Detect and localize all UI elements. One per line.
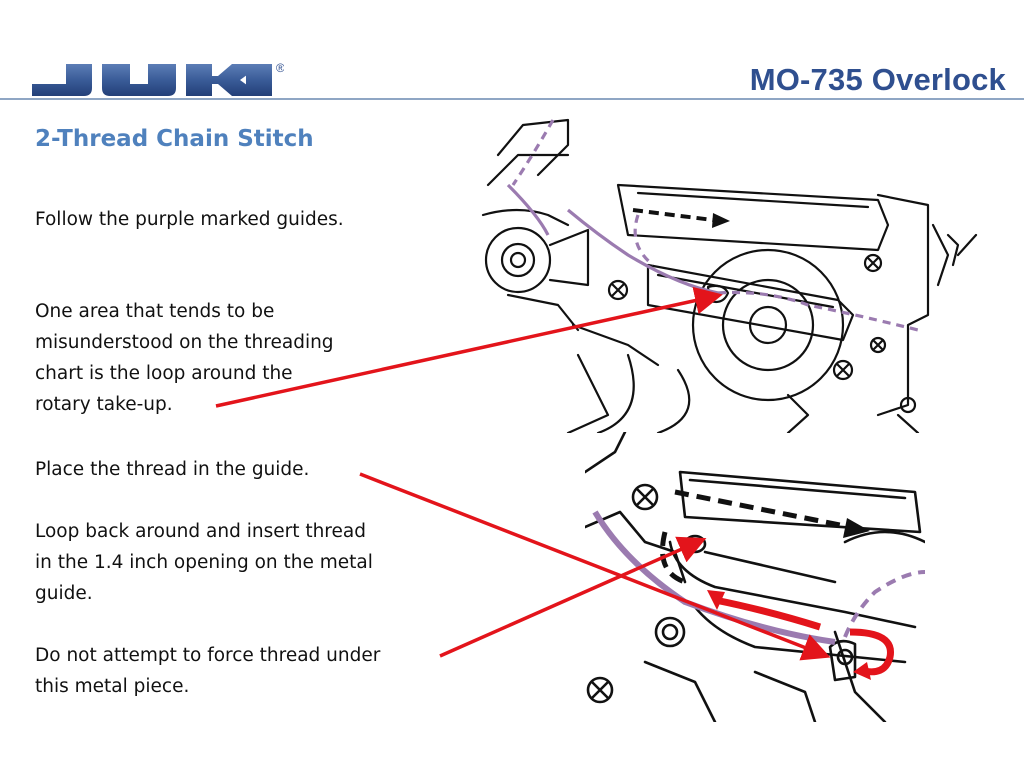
- header-title: MO-735 Overlock: [749, 62, 1006, 97]
- instruction-paragraph: Place the thread in the guide.: [35, 459, 310, 480]
- registered-mark: ®: [276, 61, 284, 75]
- header-divider: [0, 98, 1024, 100]
- instruction-paragraph: One area that tends to be misunderstood …: [35, 301, 334, 415]
- slide-title: 2-Thread Chain Stitch: [35, 126, 314, 152]
- threading-chart-diagram: [481, 118, 978, 433]
- instruction-paragraph: Follow the purple marked guides.: [35, 209, 344, 230]
- instruction-paragraph: Do not attempt to force thread under thi…: [35, 645, 381, 697]
- guide-closeup-diagram: [585, 432, 925, 722]
- instruction-paragraph: Loop back around and insert thread in th…: [35, 521, 373, 604]
- juki-logo: ®: [32, 61, 284, 96]
